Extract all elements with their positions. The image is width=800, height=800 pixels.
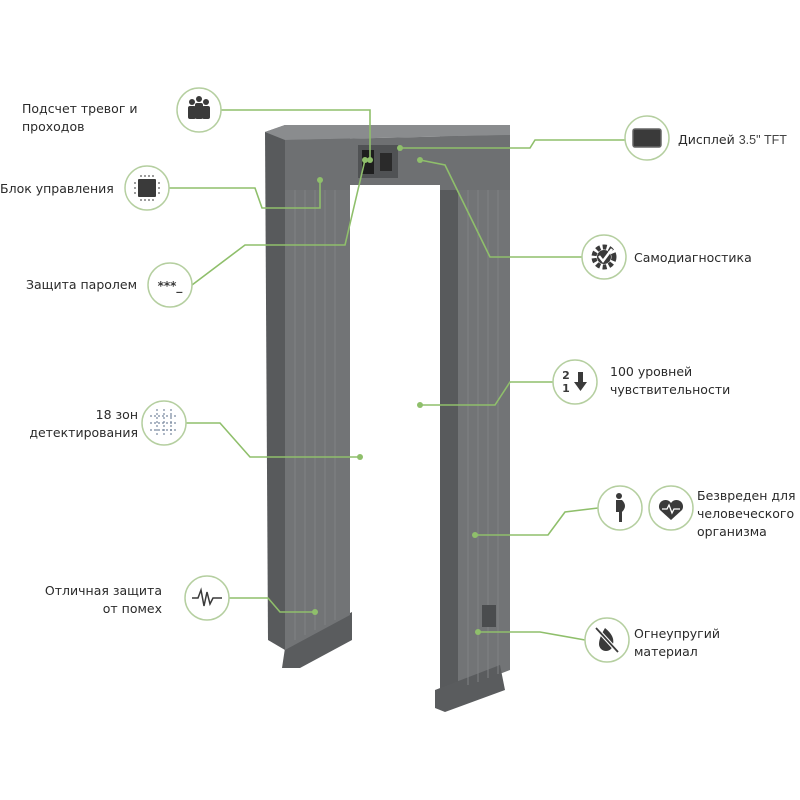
leader-sensitivity [420, 381, 553, 406]
leader-noise [229, 597, 315, 613]
label-line: материал [634, 644, 698, 659]
label-line: 18 зон [95, 407, 138, 422]
waveform-glyph [192, 587, 222, 607]
label-noise: Отличная защита от помех [45, 582, 162, 618]
zones-glyph [150, 409, 178, 437]
leader-harmless [475, 507, 599, 536]
label-line: Дисплей [678, 132, 735, 147]
label-password: Защита паролем [26, 277, 138, 292]
leader-password [191, 159, 366, 286]
label-fireproof: Огнеупругий материал [634, 625, 720, 661]
leader-dots [312, 145, 481, 635]
label-line: Подсчет тревог и [22, 101, 138, 116]
label-counting: Подсчет тревог и проходов [22, 100, 137, 136]
level-1-glyph: 1 [562, 382, 570, 395]
leader-counting [221, 109, 371, 160]
label-line: детектирования [29, 425, 138, 440]
label-harmless: Безвреден для человеческого организма [697, 487, 796, 541]
chip-glyph [134, 175, 160, 201]
label-line: чувствительности [610, 382, 731, 397]
gear-check-glyph [591, 244, 617, 270]
label-line: Отличная защита [44, 583, 162, 598]
label-line: Безвреден для [697, 488, 796, 503]
password-glyph: ***_ [158, 279, 183, 294]
crowd-glyph [188, 96, 210, 119]
label-sensitivity: 100 уровней чувствительности [610, 363, 730, 399]
leader-control [169, 180, 321, 209]
leader-fireproof [478, 631, 586, 641]
password-icon [147, 262, 193, 308]
waveform-icon [184, 575, 230, 621]
display-spec: 3.5" TFT [738, 133, 787, 147]
label-display: Дисплей 3.5" TFT [678, 131, 787, 149]
label-line: организма [697, 524, 767, 539]
label-control: Блок управления [0, 181, 114, 196]
leader-zones [186, 422, 360, 458]
label-line: 100 уровней [610, 364, 693, 379]
metal-detector-gate [265, 125, 510, 712]
label-line: человеческого [697, 506, 795, 521]
leader-lines [169, 109, 625, 641]
leader-selfdiag [419, 159, 582, 258]
label-line: проходов [22, 119, 85, 134]
no-fire-glyph [594, 626, 620, 654]
label-line: от помех [102, 601, 162, 616]
label-line: Огнеупругий [634, 626, 720, 641]
leader-display [400, 139, 625, 149]
pregnant-glyph [616, 493, 625, 522]
display-glyph [632, 128, 662, 148]
level-2-glyph: 2 [562, 369, 570, 382]
label-selfdiag: Самодиагностика [634, 250, 752, 265]
arrow-down-glyph [574, 372, 587, 391]
label-zones: 18 зон детектирования [29, 406, 138, 442]
